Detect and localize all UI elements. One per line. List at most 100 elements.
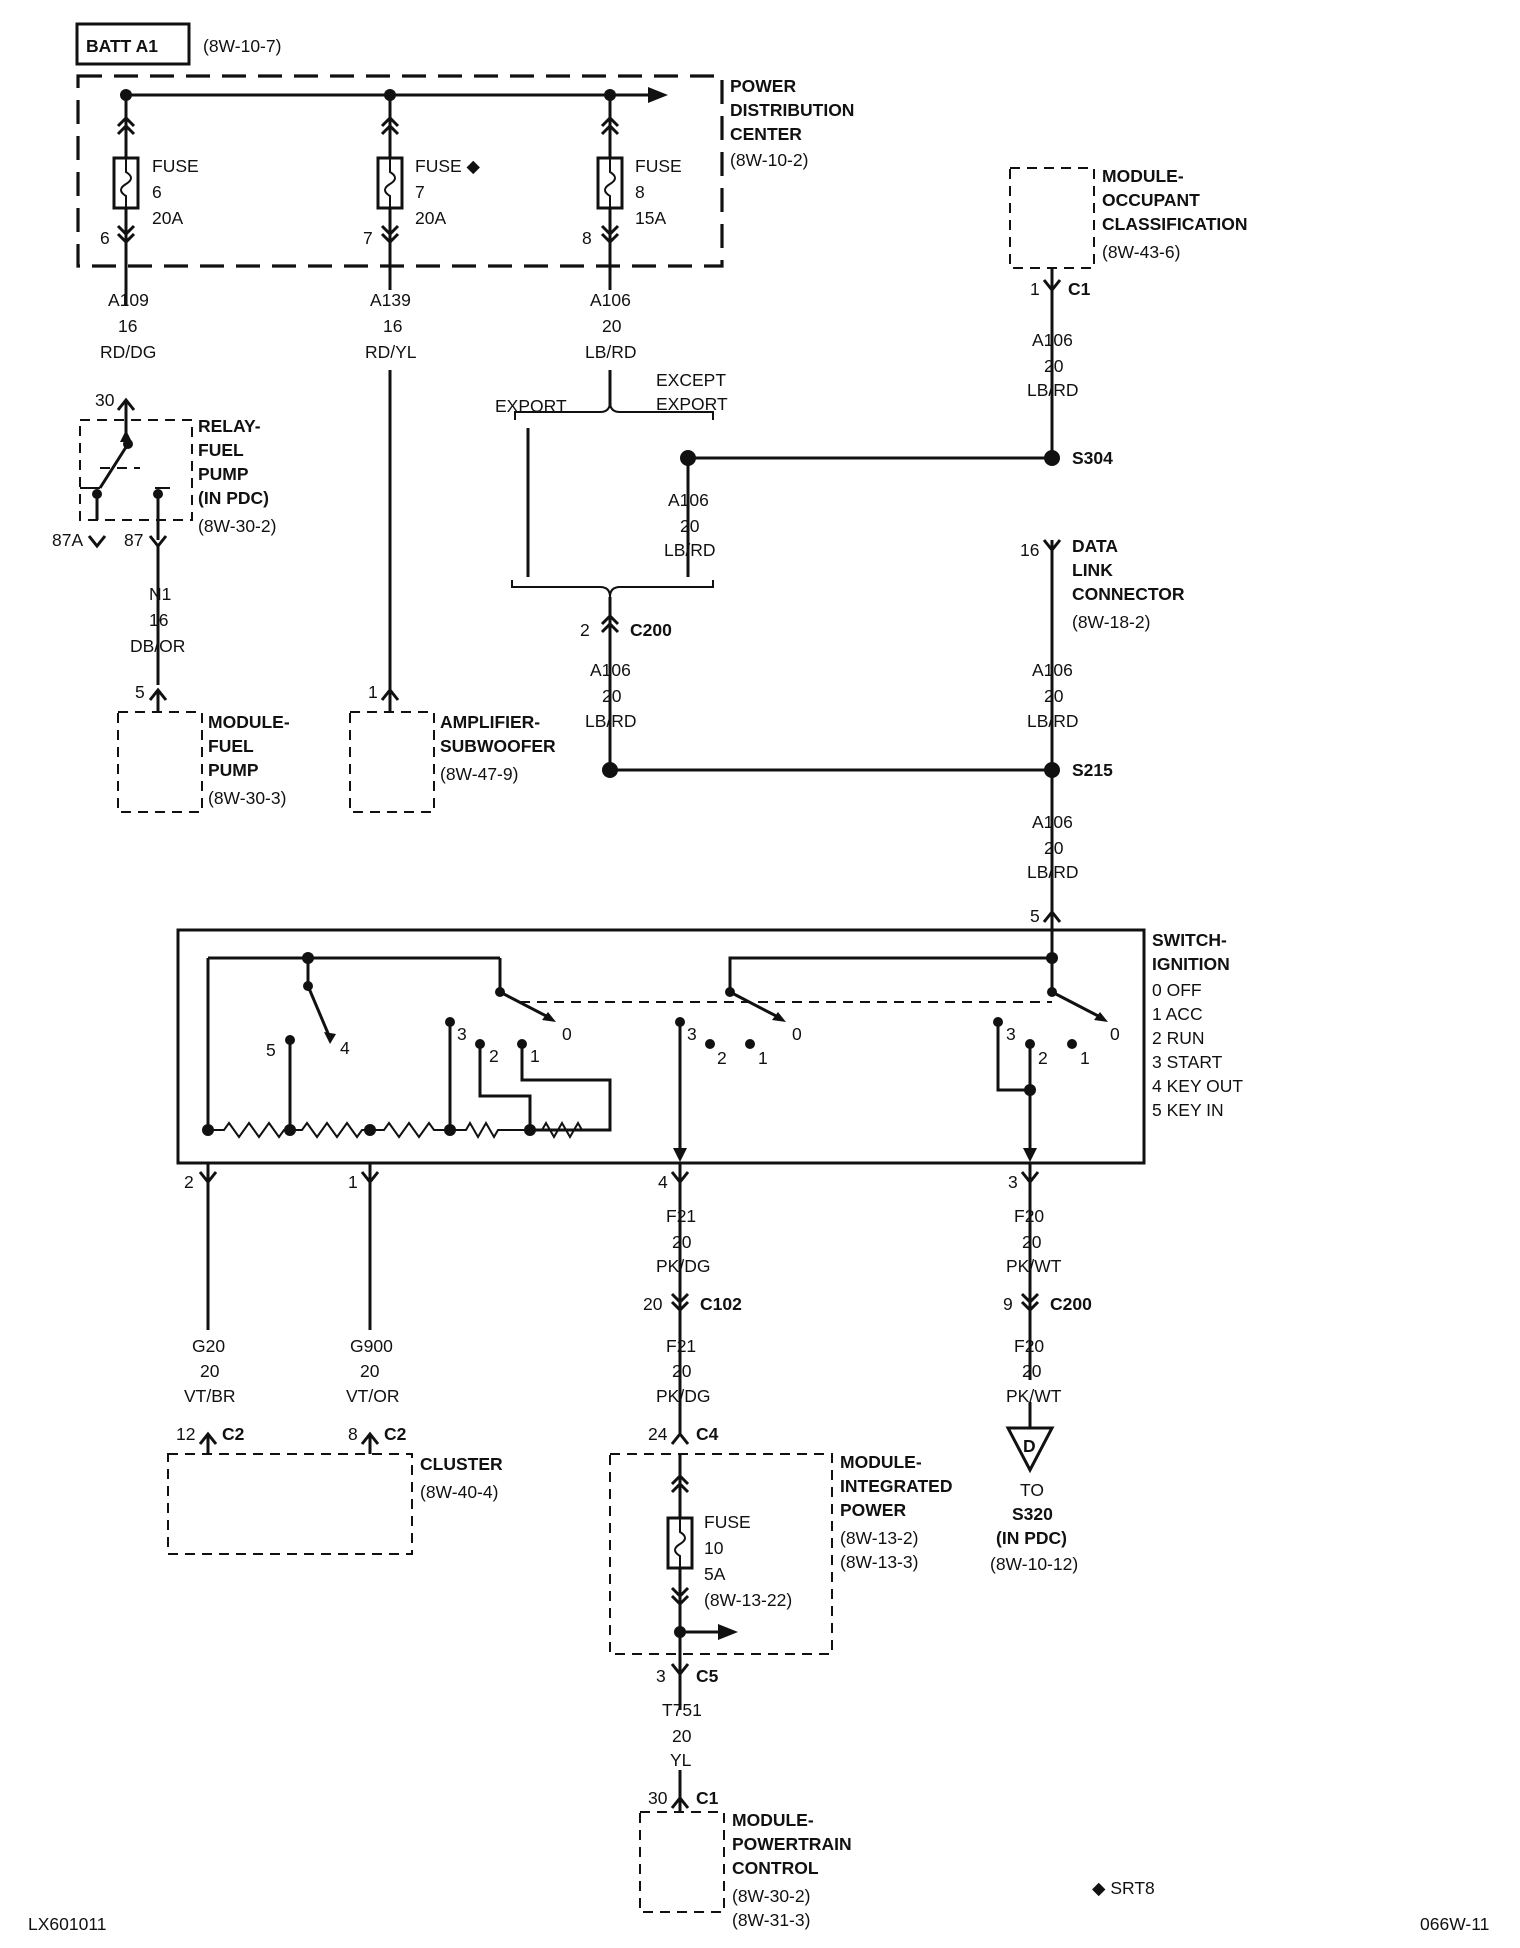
svg-text:C1: C1 (1068, 279, 1091, 299)
output-pin-2: 2 G20 20 VT/BR 12 C2 (176, 1163, 245, 1454)
svg-text:3: 3 (687, 1024, 697, 1044)
page-number: 066W-11 (1420, 1914, 1489, 1934)
svg-text:C102: C102 (700, 1294, 742, 1314)
amplifier-subwoofer: 1 AMPLIFIER- SUBWOOFER (8W-47-9) (349, 370, 556, 813)
svg-text:(8W-47-9): (8W-47-9) (440, 764, 518, 784)
svg-text:F21: F21 (666, 1206, 696, 1226)
svg-text:20: 20 (1044, 356, 1064, 376)
svg-text:SUBWOOFER: SUBWOOFER (440, 736, 556, 756)
svg-text:2: 2 (184, 1172, 194, 1192)
svg-text:LB/RD: LB/RD (1027, 862, 1079, 882)
svg-text:6: 6 (100, 228, 110, 248)
output-pin-4: 4 F21 20 PK/DG 20 C102 F21 20 PK/DG 24 C… (643, 1163, 742, 1445)
wire-s215-to-switch: A106 20 LB/RD 5 (1027, 770, 1079, 930)
svg-text:4 KEY OUT: 4 KEY OUT (1152, 1076, 1243, 1096)
svg-text:D: D (1023, 1436, 1036, 1456)
svg-text:INTEGRATED: INTEGRATED (840, 1476, 952, 1496)
svg-text:AMPLIFIER-: AMPLIFIER- (440, 712, 540, 732)
svg-text:RD/DG: RD/DG (100, 342, 156, 362)
svg-text:(8W-13-2): (8W-13-2) (840, 1528, 918, 1548)
svg-text:FUEL: FUEL (198, 440, 244, 460)
svg-text:9: 9 (1003, 1294, 1013, 1314)
svg-text:(8W-10-7): (8W-10-7) (203, 36, 281, 56)
svg-text:LB/RD: LB/RD (664, 540, 716, 560)
svg-text:3: 3 (1008, 1172, 1018, 1192)
svg-text:PUMP: PUMP (208, 760, 259, 780)
svg-text:MODULE-: MODULE- (1102, 166, 1184, 186)
svg-text:C2: C2 (384, 1424, 407, 1444)
svg-text:A109: A109 (108, 290, 149, 310)
offpage-connector-d: D TO S320 (IN PDC) (8W-10-12) (990, 1426, 1078, 1574)
svg-text:N1: N1 (149, 584, 171, 604)
svg-text:20: 20 (1022, 1232, 1042, 1252)
svg-text:OCCUPANT: OCCUPANT (1102, 190, 1200, 210)
svg-text:LB/RD: LB/RD (585, 711, 637, 731)
svg-text:7: 7 (415, 182, 425, 202)
srt8-note: ◆ SRT8 (1092, 1878, 1155, 1898)
svg-text:C1: C1 (696, 1788, 719, 1808)
svg-text:2 RUN: 2 RUN (1152, 1028, 1205, 1048)
svg-text:8: 8 (582, 228, 592, 248)
svg-text:0: 0 (562, 1024, 572, 1044)
svg-text:(8W-30-2): (8W-30-2) (198, 516, 276, 536)
drawing-id: LX601011 (28, 1914, 107, 1934)
ignition-switch: SWITCH- IGNITION 0 OFF 1 ACC 2 RUN 3 STA… (176, 928, 1243, 1165)
svg-text:FUSE: FUSE (152, 156, 199, 176)
svg-text:A106: A106 (1032, 330, 1073, 350)
svg-text:A139: A139 (370, 290, 411, 310)
svg-text:FUSE: FUSE (635, 156, 682, 176)
svg-text:BATT A1: BATT A1 (86, 36, 158, 56)
svg-text:PK/WT: PK/WT (1006, 1386, 1062, 1406)
svg-text:C2: C2 (222, 1424, 245, 1444)
svg-text:MODULE-: MODULE- (732, 1810, 814, 1830)
svg-text:2: 2 (1038, 1048, 1048, 1068)
svg-text:1 ACC: 1 ACC (1152, 1004, 1203, 1024)
svg-text:C4: C4 (696, 1424, 719, 1444)
svg-text:30: 30 (95, 390, 115, 410)
svg-text:(8W-30-2): (8W-30-2) (732, 1886, 810, 1906)
svg-text:5: 5 (135, 682, 145, 702)
svg-text:20: 20 (1044, 686, 1064, 706)
svg-text:LB/RD: LB/RD (1027, 380, 1079, 400)
svg-text:2: 2 (489, 1046, 499, 1066)
svg-text:CLASSIFICATION: CLASSIFICATION (1102, 214, 1248, 234)
svg-text:T751: T751 (662, 1700, 702, 1720)
svg-text:CONTROL: CONTROL (732, 1858, 819, 1878)
svg-text:3 START: 3 START (1152, 1052, 1223, 1072)
fuse-8: FUSE 8 15A 8 A106 20 LB/RD (582, 95, 682, 362)
svg-text:RELAY-: RELAY- (198, 416, 261, 436)
svg-text:EXCEPT: EXCEPT (656, 370, 726, 390)
svg-text:VT/BR: VT/BR (184, 1386, 236, 1406)
svg-text:A106: A106 (590, 290, 631, 310)
svg-text:F20: F20 (1014, 1206, 1044, 1226)
svg-text:4: 4 (340, 1038, 350, 1058)
module-fuel-pump: 5 MODULE- FUEL PUMP (8W-30-3) (117, 682, 290, 813)
svg-text:(IN PDC): (IN PDC) (996, 1528, 1067, 1548)
svg-text:1: 1 (1030, 279, 1040, 299)
batt-a1-label: BATT A1 (8W-10-7) (75, 22, 281, 66)
svg-text:15A: 15A (635, 208, 666, 228)
svg-text:5: 5 (1030, 906, 1040, 926)
svg-text:DB/OR: DB/OR (130, 636, 185, 656)
output-pin-3: 3 F20 20 PK/WT 9 C200 F20 20 PK/WT (1003, 1163, 1092, 1428)
svg-text:16: 16 (118, 316, 137, 336)
svg-text:20: 20 (680, 516, 700, 536)
svg-text:10: 10 (704, 1538, 724, 1558)
svg-text:4: 4 (658, 1172, 668, 1192)
svg-text:F20: F20 (1014, 1336, 1044, 1356)
svg-text:EXPORT: EXPORT (656, 394, 728, 414)
svg-text:(8W-40-4): (8W-40-4) (420, 1482, 498, 1502)
svg-text:8: 8 (348, 1424, 358, 1444)
svg-text:PK/DG: PK/DG (656, 1256, 710, 1276)
svg-text:LINK: LINK (1072, 560, 1113, 580)
svg-text:0: 0 (792, 1024, 802, 1044)
svg-text:20: 20 (1022, 1361, 1042, 1381)
svg-text:20: 20 (643, 1294, 663, 1314)
svg-text:1: 1 (368, 682, 378, 702)
svg-text:16: 16 (1020, 540, 1039, 560)
svg-text:20: 20 (672, 1726, 692, 1746)
svg-text:FUEL: FUEL (208, 736, 254, 756)
svg-text:3: 3 (457, 1024, 467, 1044)
svg-text:(8W-43-6): (8W-43-6) (1102, 242, 1180, 262)
